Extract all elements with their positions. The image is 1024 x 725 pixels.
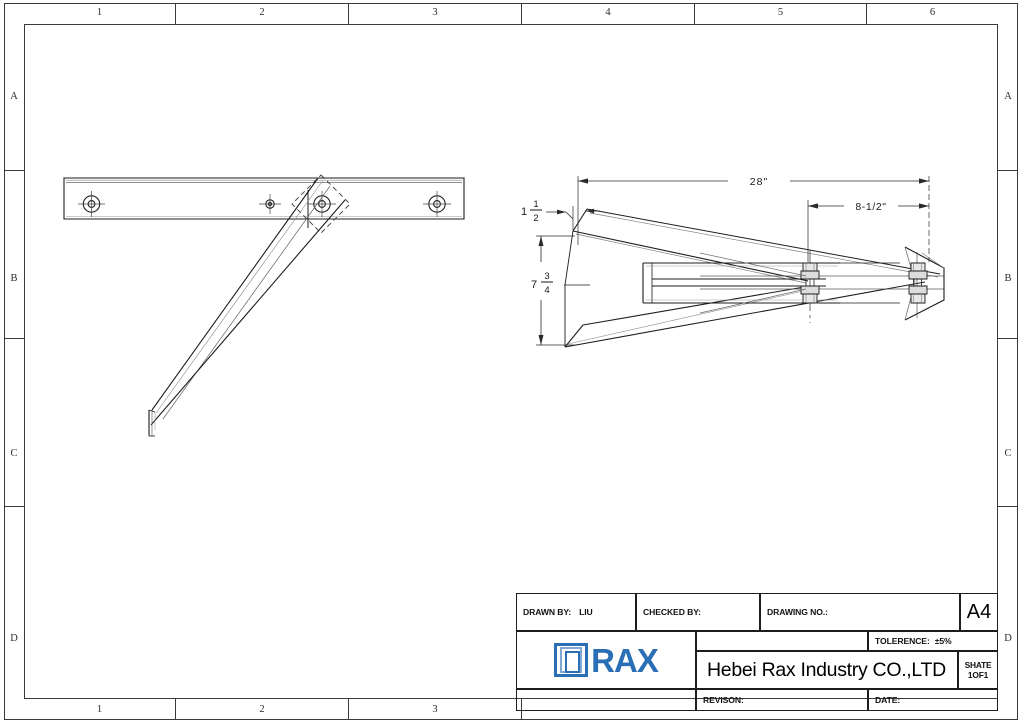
zone-tick-top [175,4,177,24]
zone-tick-top [521,4,523,24]
company-name: Hebei Rax Industry CO.,LTD [707,658,946,681]
sheet-size-cell: A4 [960,593,998,631]
revision-label: REVISON: [703,695,744,705]
rax-logo: RAX [517,632,695,688]
zone-label-right-a: A [1004,91,1012,102]
drawing-no-label: DRAWING NO.: [767,607,828,617]
zone-tick-bottom [175,699,177,720]
zone-tick-left [4,338,24,340]
drawn-by-value[interactable]: LIU [579,607,593,617]
company-name-cell: Hebei Rax Industry CO.,LTD [696,651,958,689]
zone-tick-right [998,338,1018,340]
sheet-size-value: A4 [966,600,992,623]
zone-tick-right [998,170,1018,172]
rax-logo-text: RAX [591,641,659,679]
zone-label-left-b: B [10,273,18,284]
zone-label-bottom-2: 2 [259,704,265,715]
sheet-count-cell: SHATE 1OF1 [958,651,998,689]
tolerance-cell: TOLERENCE: ±5% [868,631,998,651]
drawn-by-label: DRAWN BY: [523,607,572,617]
date-cell: DATE: [868,689,998,711]
zone-tick-top [694,4,696,24]
tolerance-label: TOLERENCE: [875,636,930,646]
title-block-blank-cell [696,631,868,651]
zone-label-bottom-1: 1 [96,704,103,715]
zone-tick-bottom [348,699,350,720]
zone-label-top-6: 6 [929,7,936,18]
zone-tick-left [4,506,24,508]
zone-label-top-3: 3 [432,7,438,18]
sheet-border-outer [4,3,1018,720]
checked-by-label: CHECKED BY: [643,607,701,617]
drawn-by-cell: DRAWN BY: LIU [516,593,636,631]
zone-label-left-d: D [10,633,18,644]
drawing-no-cell: DRAWING NO.: [760,593,960,631]
zone-label-top-1: 1 [96,7,103,18]
title-block: DRAWN BY: LIU CHECKED BY: DRAWING NO.: A… [516,593,998,711]
zone-label-top-5: 5 [777,7,784,18]
bottom-blank-cell [516,689,696,711]
tolerance-value: ±5% [934,636,952,646]
checked-by-cell: CHECKED BY: [636,593,760,631]
zone-tick-top [348,4,350,24]
rax-logo-mark-icon [554,643,589,677]
zone-tick-left [4,170,24,172]
zone-label-left-a: A [10,91,18,102]
zone-label-bottom-3: 3 [432,704,438,715]
zone-label-top-4: 4 [605,7,611,18]
zone-label-right-d: D [1004,633,1012,644]
zone-label-top-2: 2 [259,7,265,18]
sheet-count-value: SHATE 1OF1 [964,660,992,680]
zone-label-right-b: B [1004,273,1012,284]
zone-tick-bottom [521,699,523,720]
zone-tick-top [866,4,868,24]
zone-tick-right [998,506,1018,508]
sheet-border-inner [24,24,998,699]
company-logo-cell: RAX [516,631,696,689]
date-label: DATE: [875,695,901,705]
zone-label-left-c: C [10,448,18,459]
revision-cell: REVISON: [696,689,868,711]
zone-label-right-c: C [1004,448,1012,459]
